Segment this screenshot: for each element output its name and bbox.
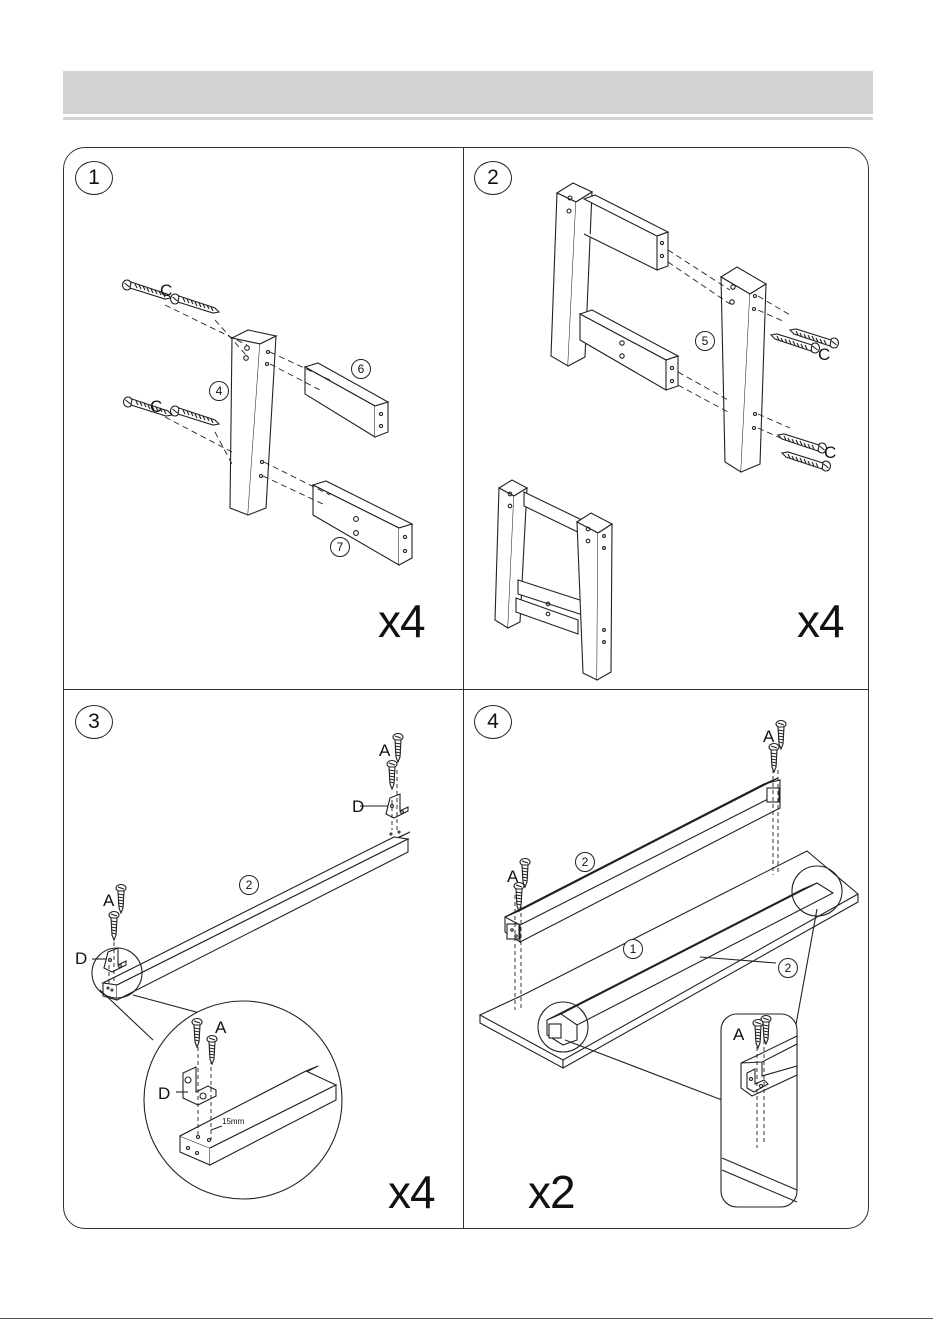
step-1-number: 1 xyxy=(75,161,113,195)
part-label-2: 2 xyxy=(239,875,259,895)
hardware-label-c: C xyxy=(160,282,172,299)
step4-drawing xyxy=(480,721,858,1208)
part-label-6: 6 xyxy=(351,359,371,379)
step-3-number: 3 xyxy=(75,705,113,739)
hardware-label-a: A xyxy=(103,892,114,909)
hardware-label-a: A xyxy=(507,868,518,885)
hardware-label-a: A xyxy=(763,728,774,745)
step-4-number: 4 xyxy=(474,705,512,739)
part-label-1: 1 xyxy=(623,939,643,959)
hardware-label-a: A xyxy=(379,742,390,759)
hardware-label-d: D xyxy=(158,1085,170,1102)
hardware-label-d: D xyxy=(75,950,87,967)
hardware-label-c: C xyxy=(818,346,830,363)
part-label-5: 5 xyxy=(695,331,715,351)
page-bottom-rule xyxy=(0,1318,933,1319)
hardware-label-c: C xyxy=(150,398,162,415)
step2-drawing xyxy=(495,183,839,680)
part-label-2: 2 xyxy=(778,958,798,978)
hardware-label-a: A xyxy=(215,1019,226,1036)
part-label-2: 2 xyxy=(575,852,595,872)
step-2-number: 2 xyxy=(474,161,512,195)
part-label-4: 4 xyxy=(209,381,229,401)
dimension-label: 15mm xyxy=(222,1118,244,1126)
step-2-multiplier: x4 xyxy=(797,598,844,644)
step-4-multiplier: x2 xyxy=(528,1169,575,1215)
step-1-multiplier: x4 xyxy=(378,598,425,644)
step1-drawing xyxy=(123,280,413,565)
hardware-label-a: A xyxy=(733,1026,744,1043)
step-3-multiplier: x4 xyxy=(388,1169,435,1215)
hardware-label-c: C xyxy=(824,444,836,461)
hardware-label-d: D xyxy=(352,798,364,815)
part-label-7: 7 xyxy=(330,537,350,557)
